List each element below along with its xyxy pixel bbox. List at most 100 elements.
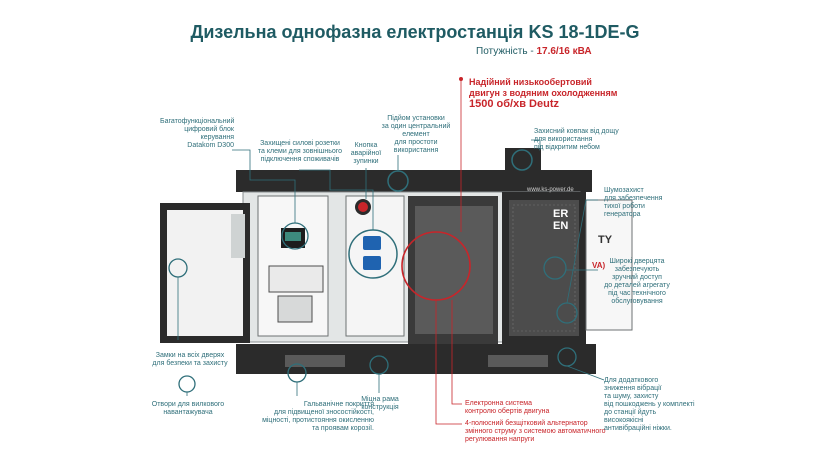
label-line: Підйом установки <box>387 115 445 122</box>
fork-slot-right <box>488 355 548 367</box>
engine-callout-dot <box>459 77 463 81</box>
rain-cover-highlight <box>511 149 533 171</box>
label-line: зручний доступ <box>612 274 662 281</box>
label-line: високоякісні <box>604 417 644 424</box>
callout-lines <box>177 139 605 396</box>
door-highlight <box>543 256 567 280</box>
door-decal-ty: TY <box>598 234 613 246</box>
label-noise: Шумозахист для забезпечення тихої роботи… <box>604 187 678 219</box>
label-line: обслуговування <box>611 298 663 305</box>
door-decal-en: EN <box>553 220 569 232</box>
label-line: до деталей агрегату <box>604 282 670 289</box>
label-line: змінного струму з системою автоматичного <box>465 428 606 435</box>
label-line: зупинки <box>353 158 379 165</box>
label-line: керування <box>200 134 234 141</box>
label-forklift: Отвори для вилкового навантажувача <box>146 401 230 417</box>
label-line: навантажувача <box>163 409 213 416</box>
label-line: Гальванічне покриття <box>303 401 374 408</box>
label-line: конструкція <box>361 404 399 411</box>
title-model: KS 18-1DE-G <box>528 22 640 42</box>
label-line: цифровий блок <box>184 126 234 133</box>
label-control-unit: Багатофункціональний цифровий блок керув… <box>160 118 234 150</box>
foam-pattern <box>512 204 576 332</box>
power-label: Потужність - <box>476 46 534 57</box>
label-line: та проявам корозії. <box>311 425 374 432</box>
label-line: Захищені силові розетки <box>260 140 340 147</box>
label-line: для використання <box>534 136 593 143</box>
label-line: Отвори для вилкового <box>151 401 225 408</box>
label-line: аварійної <box>350 150 382 157</box>
label-line: зниження вібрації <box>604 385 662 392</box>
label-line: антивібраційні ніжки. <box>604 425 672 432</box>
forklift-marker <box>178 375 196 393</box>
label-line: за один центральний <box>381 123 451 130</box>
socket-panel <box>268 265 324 293</box>
label-line: для безпеки та захисту <box>152 360 228 367</box>
engine-line-1: Надійний низькообертовий <box>469 77 592 87</box>
label-line: до станції йдуть <box>604 409 657 416</box>
label-line: Електронна система <box>465 400 532 407</box>
socket-blue-1 <box>363 236 381 250</box>
label-line: Для додаткового <box>604 377 659 384</box>
label-line: Замки на всіх дверях <box>155 352 225 359</box>
label-doors: Широкі дверцята забезпечують зручний дос… <box>595 258 679 306</box>
label-line: Кнопка <box>354 142 378 149</box>
label-line: та шуму, захисту <box>604 393 659 400</box>
label-lifting: Підйом установки за один центральний еле… <box>378 115 454 155</box>
label-locks: Замки на всіх дверях для безпеки та захи… <box>142 352 238 368</box>
label-emergency-stop: Кнопка аварійної зупинки <box>342 142 390 166</box>
power-subtitle: Потужність - 17.6/16 кВА <box>476 46 592 57</box>
label-line: елемент <box>402 131 430 138</box>
door-decal-er: ER <box>553 208 569 220</box>
engine-rpm: 1500 об/хв Deutz <box>469 98 559 110</box>
red-callout-lines <box>435 80 462 425</box>
label-galvanic: Гальванічне покриття для підвищеної знос… <box>238 401 374 433</box>
label-line: контролю обертів двигуна <box>465 408 550 415</box>
label-vibration: Для додаткового зниження вібрації та шум… <box>604 377 702 433</box>
title-main: Дизельна однофазна електростанція <box>190 22 524 42</box>
label-alternator: 4-полюсний безщітковий альтернатор змінн… <box>465 420 615 444</box>
label-line: для підвищеної зносостійкості, <box>273 409 374 416</box>
engine-block <box>415 206 493 334</box>
label-line: Багатофункціональний <box>160 118 235 125</box>
label-line: Широкі дверцята <box>609 258 665 265</box>
label-line: Datakom D300 <box>187 142 234 149</box>
label-line: генератора <box>604 211 641 218</box>
label-line: використання <box>393 147 439 154</box>
label-line: під час технічного <box>608 290 666 297</box>
label-line: від пошкоджень у комплекті <box>604 401 695 408</box>
label-electronic: Електронна система контролю обертів двиг… <box>465 400 575 416</box>
power-value: 17.6/16 кВА <box>536 46 592 57</box>
label-line: для простоти <box>394 139 438 146</box>
page-title: Дизельна однофазна електростанція KS 18-… <box>0 22 830 43</box>
label-line: підключення споживачів <box>260 156 340 163</box>
right-door-outer <box>585 199 633 331</box>
label-line: забезпечують <box>614 266 660 273</box>
label-rain-cover: Захисний ковпак від дощу для використанн… <box>534 128 634 152</box>
label-line: регулювання напруги <box>465 436 535 443</box>
engine-line-2: двигун з водяним охолодженням <box>469 88 618 98</box>
label-line: Захисний ковпак від дощу <box>534 128 619 135</box>
left-door-hinge <box>231 214 245 258</box>
label-sockets: Захищені силові розетки та клеми для зов… <box>252 140 348 164</box>
door-decal-va: VA) <box>592 261 606 270</box>
label-line: та клеми для зовнішнього <box>257 148 343 155</box>
left-door-inner <box>167 210 243 336</box>
label-line: для забезпечення <box>604 195 663 202</box>
controller-display <box>285 232 301 241</box>
terminal-block <box>277 295 313 323</box>
label-frame: Міцна рама конструкція <box>352 396 408 412</box>
label-line: під відкритим небом <box>534 144 600 151</box>
socket-blue-2 <box>363 256 381 270</box>
label-line: тихої роботи <box>604 203 645 210</box>
label-line: Шумозахист <box>604 187 644 194</box>
engine-callout: Надійний низькообертовий двигун з водяни… <box>469 77 617 110</box>
estop-button <box>358 202 368 212</box>
label-line: 4-полюсний безщітковий альтернатор <box>465 420 588 427</box>
label-line: міцності, протистояння окисленню <box>262 417 374 424</box>
roof-panel <box>236 170 592 192</box>
label-line: Міцна рама <box>361 396 399 403</box>
website-text: www.ks-power.de <box>527 187 574 193</box>
